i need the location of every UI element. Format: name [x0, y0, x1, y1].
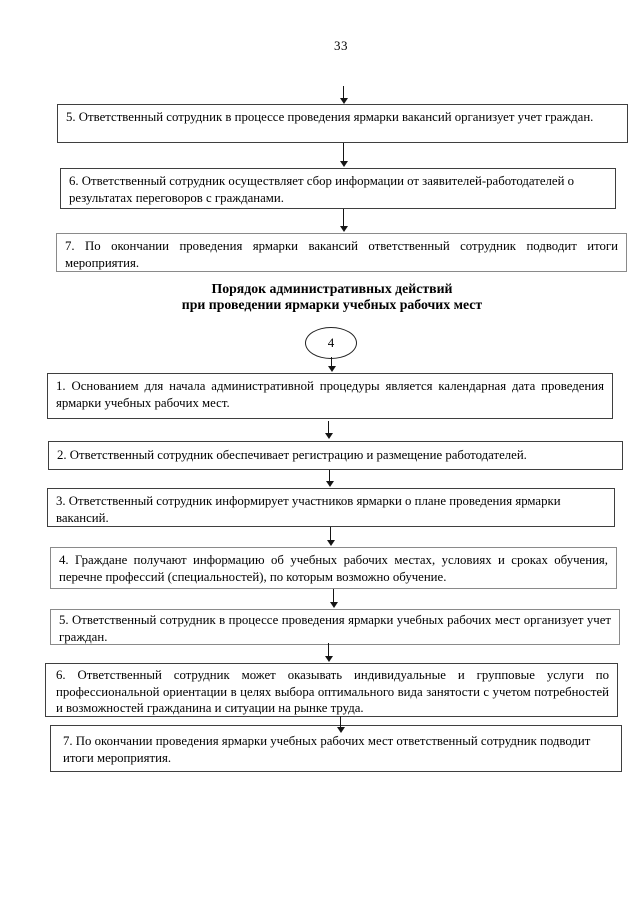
- flow-step-box: 1. Основанием для начала административно…: [47, 373, 613, 419]
- flow-step-box: 6. Ответственный сотрудник осуществляет …: [60, 168, 616, 209]
- flow-step-box: 3. Ответственный сотрудник информирует у…: [47, 488, 615, 527]
- flow-arrow-down: [324, 643, 333, 662]
- flow-connector-circle: 4: [305, 327, 357, 359]
- flow-arrow-down: [329, 589, 338, 608]
- flow-step-box: 5. Ответственный сотрудник в процессе пр…: [50, 609, 620, 645]
- section-heading-line1: Порядок административных действий: [211, 281, 453, 296]
- flow-step-box: 6. Ответственный сотрудник может оказыва…: [45, 663, 618, 717]
- flow-step-box: 7. По окончании проведения ярмарки учебн…: [50, 725, 622, 772]
- flow-connector-label: 4: [327, 335, 335, 350]
- flow-arrow-down: [339, 209, 348, 232]
- flow-step-box: 2. Ответственный сотрудник обеспечивает …: [48, 441, 623, 470]
- flow-arrow-down: [336, 716, 345, 733]
- section-heading: Порядок административных действий при пр…: [32, 281, 632, 313]
- flow-step-box: 5. Ответственный сотрудник в процессе пр…: [57, 104, 628, 143]
- flow-arrow-down: [324, 421, 333, 439]
- section-heading-line2: при проведении ярмарки учебных рабочих м…: [181, 296, 483, 312]
- flow-step-box: 7. По окончании проведения ярмарки вакан…: [56, 233, 627, 272]
- page-number: 33: [334, 38, 348, 53]
- flow-arrow-down: [327, 357, 336, 372]
- flow-arrow-down: [339, 143, 348, 167]
- flow-step-box: 4. Граждане получают информацию об учебн…: [50, 547, 617, 589]
- flow-arrow-down: [326, 527, 335, 546]
- flow-arrow-down: [339, 86, 348, 104]
- flow-arrow-down: [325, 470, 334, 487]
